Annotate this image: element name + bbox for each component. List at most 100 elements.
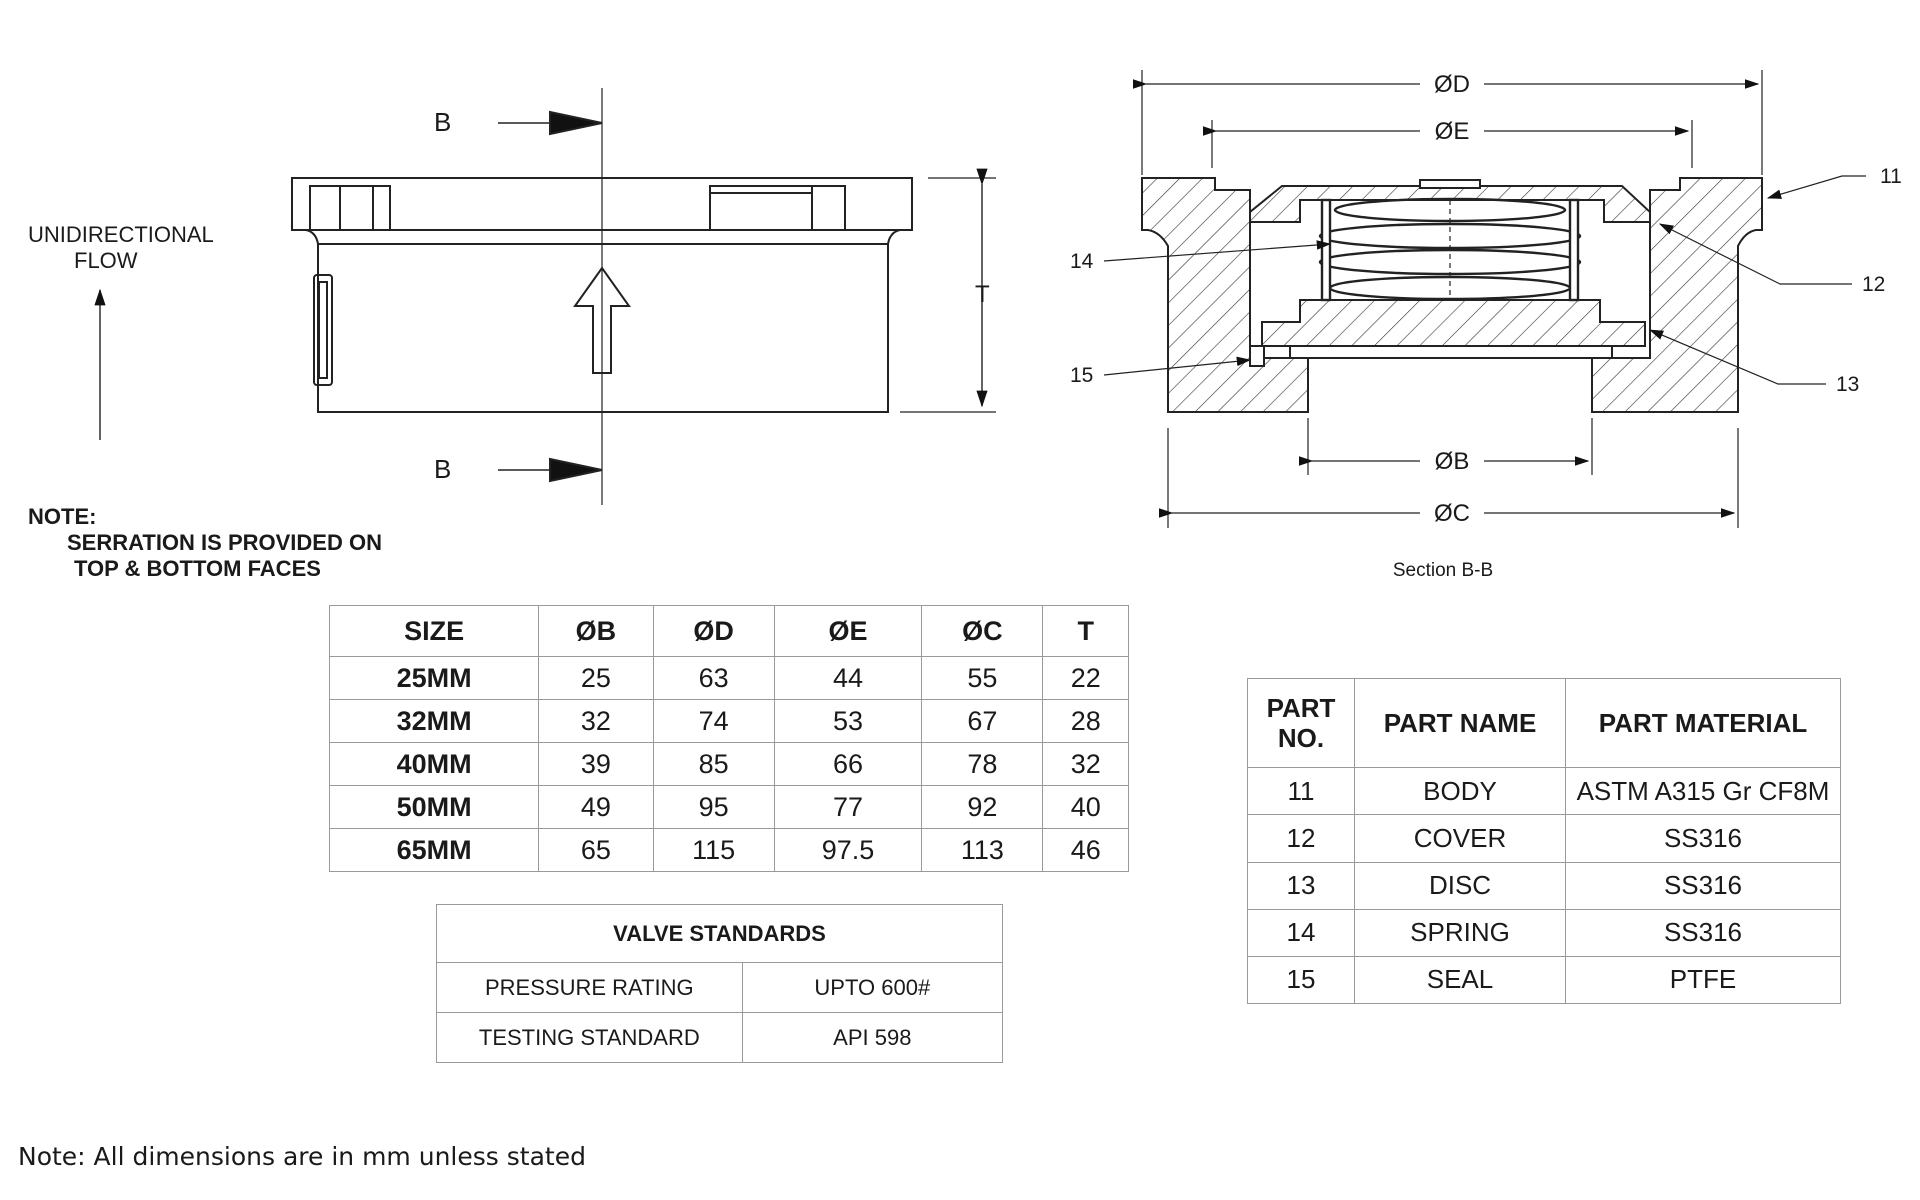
cell-e: 66: [773, 742, 923, 786]
callout-14: 14: [1070, 250, 1094, 273]
footer-note: Note: All dimensions are in mm unless st…: [18, 1142, 586, 1171]
table-row: 11 BODY ASTM A315 Gr CF8M: [1247, 767, 1841, 816]
cell-e: 53: [773, 699, 923, 743]
note-line1: SERRATION IS PROVIDED ON: [67, 530, 382, 555]
cell-d: 95: [652, 785, 775, 829]
callout-leader-14: [1103, 240, 1332, 262]
cell-t: 28: [1042, 699, 1129, 743]
table-row: 15 SEAL PTFE: [1247, 955, 1841, 1005]
dimension-table-header: SIZE ØB ØD ØE ØC T: [328, 605, 1129, 657]
table-row: 65MM 65 115 97.5 113 46: [328, 828, 1129, 872]
note-line2: TOP & BOTTOM FACES: [74, 556, 321, 581]
cell-part-material: PTFE: [1565, 955, 1841, 1005]
body-outline: [305, 229, 901, 413]
cell-part-name: DISC: [1354, 861, 1566, 910]
section-label-top: B: [434, 107, 451, 137]
section-caption: Section B-B: [1393, 560, 1493, 581]
header-size: SIZE: [328, 605, 540, 657]
standard-value: API 598: [741, 1012, 1004, 1063]
cell-c: 67: [921, 699, 1044, 743]
cell-b: 65: [538, 828, 654, 872]
callout-11: 11: [1880, 165, 1902, 188]
dim-c-label: ØC: [1434, 500, 1470, 527]
cell-e: 97.5: [773, 828, 923, 872]
parts-table: PART NO. PART NAME PART MATERIAL 11 BODY…: [1247, 677, 1841, 1005]
callout-leader-11: [1766, 175, 1866, 199]
section-view: [1141, 177, 1763, 413]
body-section-right: [1591, 177, 1763, 413]
dim-e-label: ØE: [1435, 118, 1470, 145]
cell-part-material: ASTM A315 Gr CF8M: [1565, 767, 1841, 816]
header-b: ØB: [538, 605, 654, 657]
cell-size: 32MM: [328, 699, 540, 743]
header-d: ØD: [652, 605, 775, 657]
cell-part-no: 13: [1247, 861, 1355, 910]
callout-13: 13: [1836, 373, 1859, 396]
flange-slot-left: [309, 185, 391, 231]
cell-size: 40MM: [328, 742, 540, 786]
cell-b: 32: [538, 699, 654, 743]
table-row: TESTING STANDARD API 598: [436, 1012, 1004, 1063]
section-arrow-bottom-icon: [549, 457, 603, 483]
callout-leader-12: [1658, 223, 1852, 285]
flow-label-line2: FLOW: [74, 248, 138, 273]
thickness-label: T: [975, 281, 990, 308]
cell-c: 92: [921, 785, 1044, 829]
cell-part-no: 15: [1247, 955, 1355, 1005]
header-e: ØE: [773, 605, 923, 657]
callout-15: 15: [1070, 364, 1093, 387]
callout-leader-13: [1648, 329, 1826, 385]
valve-standards-title: VALVE STANDARDS: [436, 904, 1003, 963]
cell-c: 78: [921, 742, 1044, 786]
cell-part-material: SS316: [1565, 814, 1841, 863]
cell-t: 32: [1042, 742, 1129, 786]
cell-part-material: SS316: [1565, 861, 1841, 910]
standard-label: TESTING STANDARD: [436, 1012, 743, 1063]
cell-t: 22: [1042, 656, 1129, 700]
cell-part-no: 14: [1247, 908, 1355, 957]
header-c: ØC: [921, 605, 1044, 657]
cell-size: 65MM: [328, 828, 540, 872]
header-part-no-line2: NO.: [1277, 723, 1325, 754]
cell-part-name: SEAL: [1354, 955, 1566, 1005]
header-part-no: PART NO.: [1247, 677, 1355, 769]
cell-part-no: 11: [1247, 767, 1355, 816]
table-row: 40MM 39 85 66 78 32: [328, 742, 1129, 786]
callout-leader-15: [1103, 356, 1252, 376]
table-row: 13 DISC SS316: [1247, 861, 1841, 910]
cell-d: 85: [652, 742, 775, 786]
header-part-material: PART MATERIAL: [1565, 677, 1841, 769]
seal-section: [1249, 345, 1265, 367]
cell-c: 113: [921, 828, 1044, 872]
valve-standards-table: VALVE STANDARDS PRESSURE RATING UPTO 600…: [436, 904, 1004, 1063]
header-part-name: PART NAME: [1354, 677, 1566, 769]
flow-label-line1: UNIDIRECTIONAL: [28, 222, 214, 247]
table-row: PRESSURE RATING UPTO 600#: [436, 962, 1004, 1013]
cell-b: 39: [538, 742, 654, 786]
header-part-no-line1: PART: [1266, 693, 1336, 724]
cell-d: 63: [652, 656, 775, 700]
body-section-left: [1141, 177, 1309, 413]
table-row: 50MM 49 95 77 92 40: [328, 785, 1129, 829]
standard-label: PRESSURE RATING: [436, 962, 743, 1013]
table-row: 25MM 25 63 44 55 22: [328, 656, 1129, 700]
dim-d-label: ØD: [1434, 71, 1470, 98]
table-row: 12 COVER SS316: [1247, 814, 1841, 863]
cell-d: 74: [652, 699, 775, 743]
disc-section: [1261, 299, 1646, 347]
note-title: NOTE:: [28, 504, 96, 529]
standard-value: UPTO 600#: [741, 962, 1004, 1013]
parts-table-header: PART NO. PART NAME PART MATERIAL: [1247, 677, 1841, 769]
front-view: [94, 88, 996, 505]
cell-size: 25MM: [328, 656, 540, 700]
cell-size: 50MM: [328, 785, 540, 829]
cell-part-material: SS316: [1565, 908, 1841, 957]
cell-t: 46: [1042, 828, 1129, 872]
section-label-bottom: B: [434, 454, 451, 484]
dim-b-label: ØB: [1435, 448, 1470, 475]
cell-part-name: COVER: [1354, 814, 1566, 863]
table-row: 32MM 32 74 53 67 28: [328, 699, 1129, 743]
cover-section: [1249, 185, 1651, 223]
cell-c: 55: [921, 656, 1044, 700]
